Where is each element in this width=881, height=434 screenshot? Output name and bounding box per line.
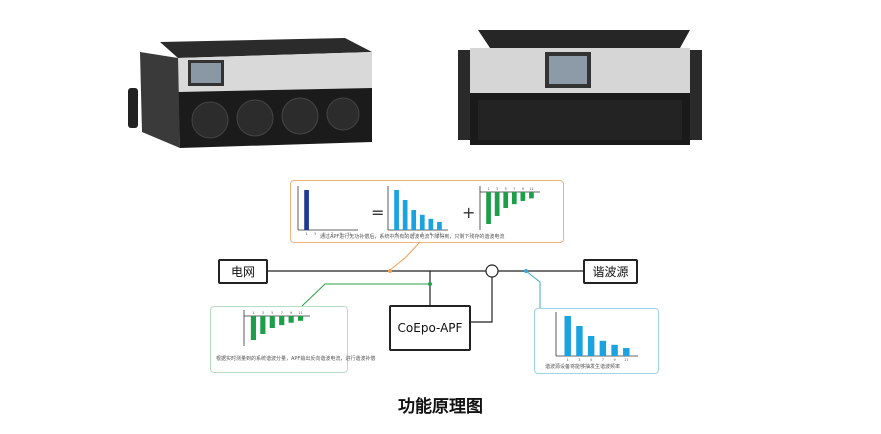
tick-label-top_left-4: 9: [340, 232, 342, 236]
apf-node: CoEpo-APF: [389, 305, 471, 351]
tick-label-top_mid-0: 1: [395, 232, 397, 236]
orange-leader-line: [389, 241, 421, 271]
bar-top_mid-4: [428, 218, 434, 230]
bar-top_right-2: [503, 192, 509, 208]
tick-label-top_left-0: 1: [305, 232, 307, 236]
tick-label-left-2: 5: [271, 311, 273, 315]
left-panel-caption: 根据实时测量到的系统谐波分量，APF输出反向谐波电流，进行谐波补偿: [216, 356, 376, 362]
bar-right-1: [576, 326, 583, 356]
bar-top_right-0: [486, 192, 491, 224]
product-photos: [128, 30, 702, 148]
bar-top_mid-3: [419, 214, 425, 230]
tick-label-left-1: 3: [262, 311, 264, 315]
chart-apf-output: 1 3 5 7 9 11: [243, 310, 310, 346]
grid-node: 电网: [218, 259, 268, 284]
apf-output-panel: [210, 306, 348, 373]
tick-label-top_right-4: 9: [522, 187, 524, 191]
bar-right-4: [611, 344, 618, 356]
tick-label-right-0: 1: [567, 358, 569, 362]
chart-grid-current: 1 3 5 7 9 11: [297, 186, 358, 236]
bar-top_mid-2: [411, 210, 417, 230]
tick-label-top_right-5: 11: [529, 187, 533, 191]
bar-left-1: [260, 316, 266, 334]
plus-sign: +: [462, 203, 476, 222]
bar-top_right-4: [520, 192, 526, 201]
tick-label-right-5: 11: [624, 358, 628, 362]
tick-label-right-2: 5: [590, 358, 592, 362]
bar-right-5: [623, 348, 630, 356]
bar-left-0: [250, 316, 257, 340]
tick-label-left-0: 1: [252, 311, 254, 315]
bar-top_right-3: [511, 192, 517, 205]
tick-label-top_right-0: 1: [487, 187, 489, 191]
tick-label-top_mid-5: 11: [437, 232, 441, 236]
tick-label-top_right-1: 3: [496, 187, 498, 191]
apf-unit-right-image: [458, 30, 702, 145]
ct-return-line: [471, 277, 493, 323]
harmonic-source-panel: [534, 308, 659, 374]
bar-top_right-5: [529, 192, 534, 199]
chart-harmonic-source: 1 3 5 7 9 11: [555, 312, 638, 362]
compensation-result-panel: [290, 180, 564, 243]
blue-leader-line: [525, 270, 541, 308]
figure-title: 功能原理图: [398, 397, 483, 417]
bar-right-3: [599, 340, 607, 356]
bar-top_mid-1: [402, 200, 408, 230]
apf-output-chart-svg: 1 3 5 7 9 11: [243, 310, 310, 346]
tick-label-right-1: 3: [578, 358, 580, 362]
tick-label-top_left-2: 5: [323, 232, 325, 236]
tick-label-top_mid-1: 3: [404, 232, 406, 236]
tick-label-left-5: 11: [298, 311, 302, 315]
harmonic-source-node: 谐波源: [583, 259, 638, 284]
tick-label-top_right-2: 5: [505, 187, 507, 191]
bar-top_right-1: [494, 192, 500, 216]
harmonic-source-chart-svg: 1 3 5 7 9 11: [555, 312, 638, 362]
tick-label-top_mid-4: 9: [430, 232, 432, 236]
right-panel-caption: 谐波源设备将能够抽发生谐波频率: [545, 364, 621, 370]
bar-left-4: [288, 316, 294, 323]
bar-left-5: [297, 316, 304, 321]
tick-label-top_mid-3: 7: [421, 232, 423, 236]
bar-top_mid-0: [394, 190, 399, 230]
tick-label-top_left-1: 3: [314, 232, 316, 236]
tick-label-right-4: 9: [613, 358, 615, 362]
top-panel-caption: 通过APF进行无功补偿后，系统中所有的谐波电流下降得到，只剩下残存的谐波电流: [320, 234, 505, 240]
chart-apf-compensation: 1 3 5 7 9 11: [479, 186, 540, 230]
tick-label-top_left-5: 11: [347, 232, 351, 236]
tick-label-left-4: 9: [290, 311, 292, 315]
bar-left-3: [279, 316, 285, 326]
tick-label-right-3: 7: [602, 358, 604, 362]
tick-label-top_left-3: 7: [331, 232, 333, 236]
bar-right-0: [564, 316, 571, 356]
bar-right-2: [587, 336, 595, 356]
bar-left-2: [269, 316, 275, 328]
bar-top_left-0: [304, 190, 309, 230]
bar-top_mid-5: [437, 222, 442, 230]
green-leader-line: [301, 283, 430, 307]
tick-label-left-3: 7: [281, 311, 283, 315]
tick-label-top_right-3: 7: [513, 187, 515, 191]
current-transformer-icon: [485, 264, 499, 278]
equals-sign: =: [371, 203, 385, 222]
apf-unit-left-image: [128, 38, 372, 148]
chart-harmonic-current: 1 3 5 7 9 11: [387, 186, 448, 236]
tick-label-top_mid-2: 5: [413, 232, 415, 236]
